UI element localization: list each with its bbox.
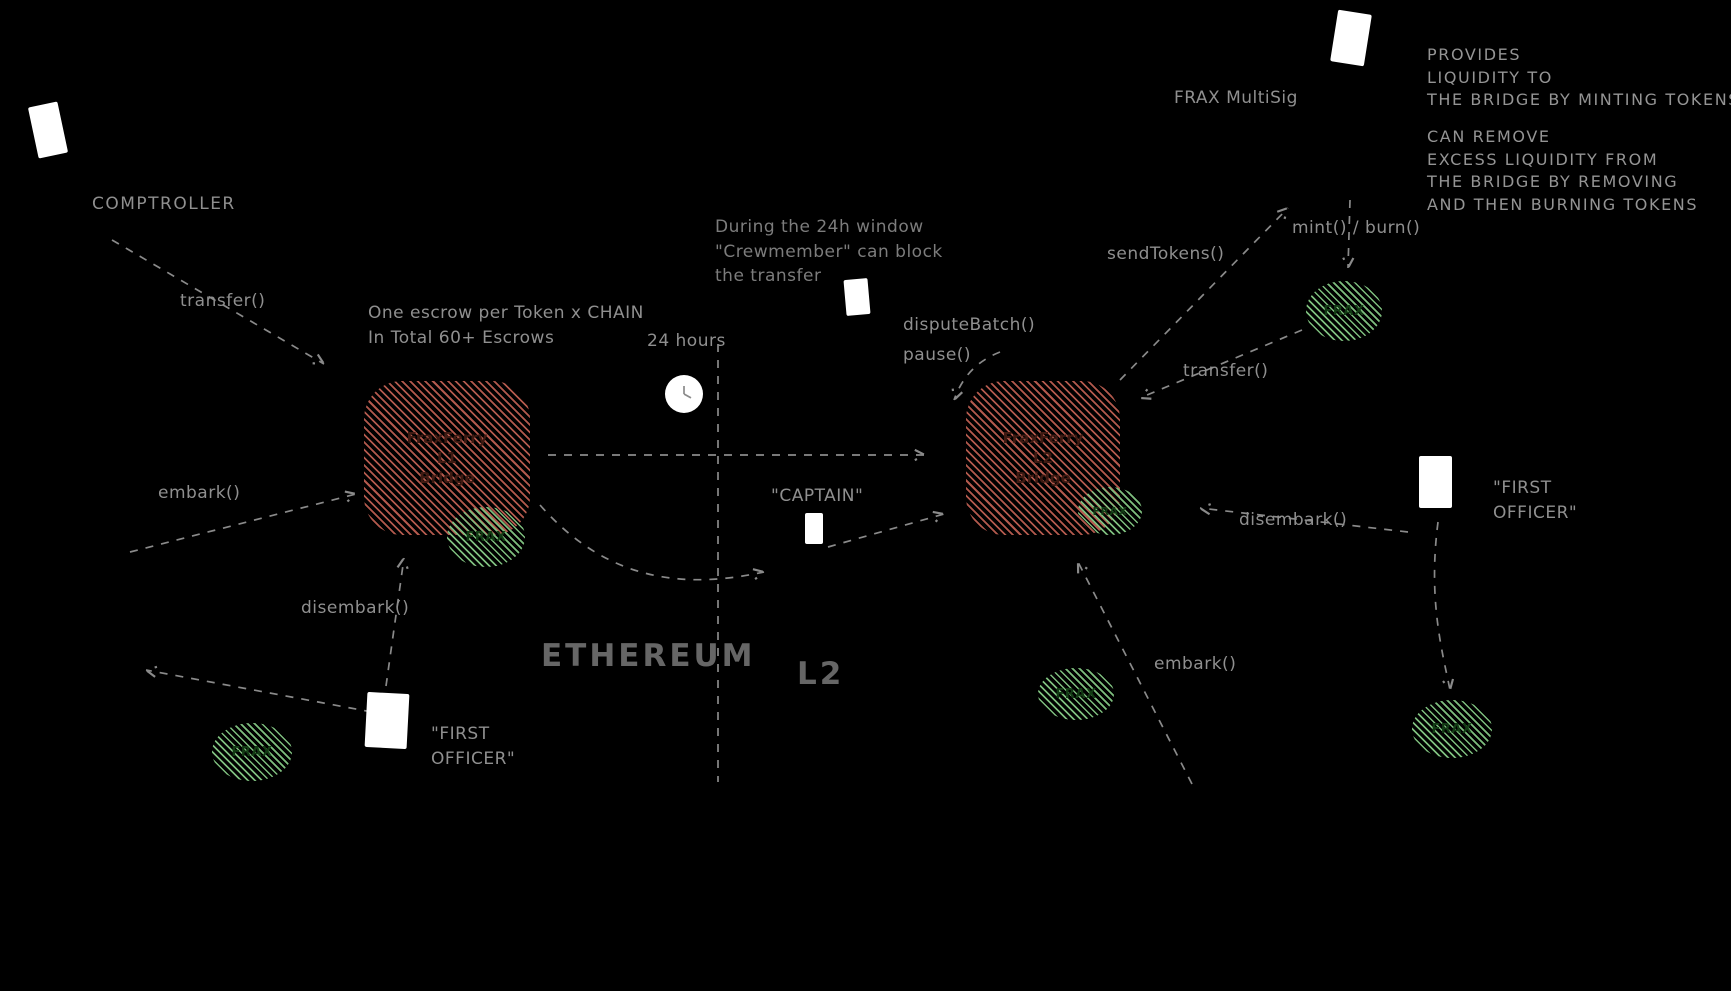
bridge-right-line: FraxFerry xyxy=(1002,428,1084,447)
provides-note-line: PROVIDES xyxy=(1427,45,1522,64)
captain-label: "CAPTAIN" xyxy=(771,486,864,506)
24h-window-note: During the 24h window "Crewmember" can b… xyxy=(715,215,943,289)
officer-to-token-arrow xyxy=(1433,521,1450,690)
disembark-right-label: disembark() xyxy=(1239,510,1348,530)
embark-left-label: embark() xyxy=(158,483,241,503)
window-note-line: "Crewmember" can block xyxy=(715,241,943,262)
frax-token-mid-bottom: FRAX xyxy=(1038,668,1114,720)
frax-token-multisig: FRAX xyxy=(1306,281,1382,341)
bridge-left-line: FraxFerry xyxy=(406,428,488,447)
bridge-right-line: L2 xyxy=(1033,448,1053,467)
remove-note-line: AND THEN BURNING TOKENS xyxy=(1427,195,1699,215)
dispute-batch-label: disputeBatch() xyxy=(903,315,1036,335)
captain-pickup-arrow xyxy=(539,504,764,580)
chain-label-ethereum: ETHEREUM xyxy=(541,638,756,674)
transfer-right-label: transfer() xyxy=(1183,361,1269,381)
provides-note-line: THE BRIDGE BY MINTING TOKENS xyxy=(1427,90,1731,110)
provides-note-line: LIQUIDITY TO xyxy=(1427,67,1553,87)
bridge-right-line: Bridge xyxy=(1015,469,1071,488)
chain-label-l2: L2 xyxy=(797,656,845,692)
first-officer-right-label: "FIRST OFFICER" xyxy=(1493,476,1577,525)
multisig-person-icon xyxy=(1330,9,1372,67)
remove-note-line: EXCESS LIQUIDITY FROM xyxy=(1427,149,1659,169)
token-label: FRAX xyxy=(231,744,273,760)
clock-icon xyxy=(665,375,703,413)
captain-person-icon xyxy=(805,513,823,544)
frax-token-bottom-left: FRAX xyxy=(212,723,292,781)
captain-deliver-arrow xyxy=(827,514,944,548)
frax-token-right-box: FRAX xyxy=(1078,487,1142,535)
token-label: FRAX xyxy=(1055,686,1097,702)
token-out-left-arrow xyxy=(146,670,373,713)
bridge-left-line: Bridge xyxy=(419,469,475,488)
window-note-line: During the 24h window xyxy=(715,217,924,237)
pause-label: pause() xyxy=(903,345,972,365)
escrow-note-line: One escrow per Token x CHAIN xyxy=(368,303,644,323)
remove-liquidity-note: CAN REMOVE EXCESS LIQUIDITY FROM THE BRI… xyxy=(1427,126,1698,217)
comptroller-person-icon xyxy=(27,101,69,159)
window-note-line: the transfer xyxy=(715,266,822,287)
first-officer-right-person-icon xyxy=(1419,456,1452,508)
remove-note-line: CAN REMOVE xyxy=(1427,127,1551,146)
first-officer-left-person-icon xyxy=(364,691,410,750)
frax-token-left-box: FRAX xyxy=(447,507,525,567)
remove-note-line: THE BRIDGE BY REMOVING xyxy=(1427,172,1679,192)
send-tokens-arrow xyxy=(1119,208,1288,381)
first-officer-line: OFFICER" xyxy=(1493,502,1578,523)
token-label: FRAX xyxy=(1431,721,1473,737)
first-officer-line: OFFICER" xyxy=(431,748,516,769)
token-label: FRAX xyxy=(1092,504,1128,518)
escrow-note: One escrow per Token x CHAIN In Total 60… xyxy=(368,301,644,350)
disembark-left-arrow xyxy=(385,558,404,687)
transfer-left-label: transfer() xyxy=(180,291,266,311)
bridge-left-line: L1 xyxy=(437,448,457,467)
token-label: FRAX xyxy=(465,529,507,545)
disembark-left-label: disembark() xyxy=(301,598,410,618)
escrow-note-line: In Total 60+ Escrows xyxy=(368,327,555,348)
send-tokens-label: sendTokens() xyxy=(1107,244,1225,264)
mint-burn-label: mint() / burn() xyxy=(1292,218,1421,238)
frax-multisig-label: FRAX MultiSig xyxy=(1174,88,1298,108)
24-hours-label: 24 hours xyxy=(647,331,726,351)
first-officer-left-label: "FIRST OFFICER" xyxy=(431,722,515,771)
first-officer-line: "FIRST xyxy=(431,724,490,744)
embark-right-label: embark() xyxy=(1154,654,1237,674)
token-label: FRAX xyxy=(1323,303,1365,319)
provides-liquidity-note: PROVIDES LIQUIDITY TO THE BRIDGE BY MINT… xyxy=(1427,44,1731,112)
first-officer-line: "FIRST xyxy=(1493,478,1552,498)
comptroller-label: COMPTROLLER xyxy=(92,194,236,214)
frax-token-bottom-right: FRAX xyxy=(1412,700,1492,758)
